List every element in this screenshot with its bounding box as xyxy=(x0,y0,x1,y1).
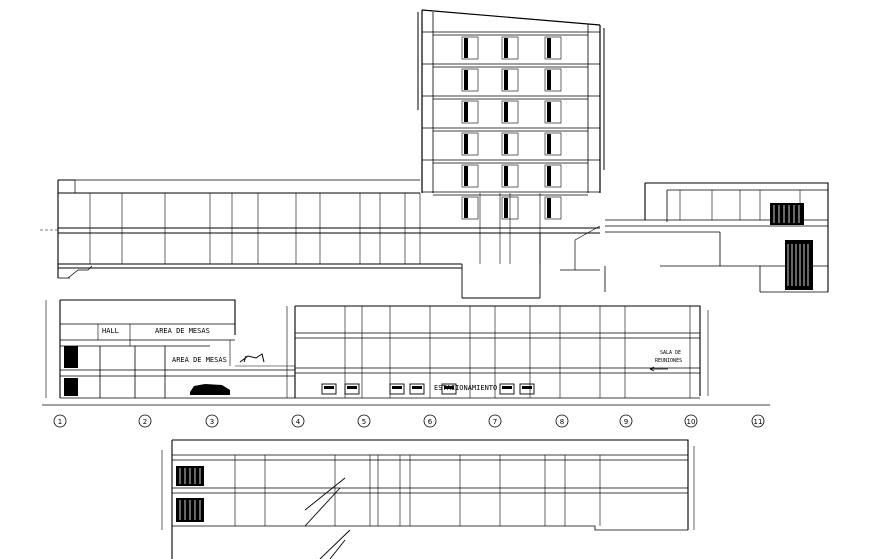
tower-window xyxy=(544,164,562,188)
parked-car-window xyxy=(347,386,357,389)
tower-window-hatch xyxy=(547,166,551,186)
tower-window-hatch xyxy=(464,198,468,218)
label-area-mesas-upper: AREA DE MESAS xyxy=(155,327,210,335)
axis-label: 6 xyxy=(428,418,433,426)
tower-window-hatch xyxy=(464,38,468,58)
tower-window xyxy=(501,36,519,60)
section-b-long-block: ESTACIONAMIENTO SALA DE REUNIONES xyxy=(286,305,709,399)
parked-car-icon xyxy=(441,383,457,395)
axis-label: 1 xyxy=(58,418,62,426)
tower-window xyxy=(501,132,519,156)
tower-window xyxy=(461,36,479,60)
parked-car-icon xyxy=(344,383,360,395)
tower-window-hatch xyxy=(464,102,468,122)
tower-window-hatch xyxy=(547,70,551,90)
axis-label: 5 xyxy=(362,418,366,426)
tower-window-hatch xyxy=(504,70,508,90)
tower-window xyxy=(544,100,562,124)
tower-window xyxy=(501,164,519,188)
tower-window-hatch xyxy=(464,70,468,90)
parked-car-window xyxy=(392,386,402,389)
tower-window xyxy=(501,68,519,92)
label-estacionamiento: ESTACIONAMIENTO xyxy=(434,384,497,392)
parked-car-icon xyxy=(321,383,337,395)
arrow-icon xyxy=(649,366,668,372)
parked-car-icon xyxy=(499,383,515,395)
tower-window-hatch xyxy=(504,102,508,122)
tower-window-hatch xyxy=(547,198,551,218)
axis-bubble xyxy=(684,414,698,428)
tower-window-hatch xyxy=(464,134,468,154)
section-a-long-building xyxy=(40,179,829,299)
axis-label: 10 xyxy=(687,418,696,426)
parked-car-window xyxy=(502,386,512,389)
section-a-tower-elevation xyxy=(417,9,605,220)
tower-window-hatch xyxy=(547,102,551,122)
axis-label: 9 xyxy=(624,418,628,426)
axis-bubble xyxy=(53,414,67,428)
axis-label: 8 xyxy=(560,418,564,426)
axis-label: 4 xyxy=(296,418,301,426)
axis-label: 7 xyxy=(493,418,497,426)
tower-window-hatch xyxy=(504,38,508,58)
tower-window-hatch xyxy=(504,166,508,186)
tower-window xyxy=(461,196,479,220)
parked-car-icon xyxy=(389,383,405,395)
tower-window xyxy=(501,100,519,124)
parked-car-window xyxy=(324,386,334,389)
sculpture-icon xyxy=(239,353,265,363)
parked-car-window xyxy=(444,386,454,389)
axis-bubble xyxy=(357,414,371,428)
tower-window-hatch xyxy=(547,134,551,154)
label-reuniones: REUNIONES xyxy=(655,358,682,364)
parked-car-window xyxy=(522,386,532,389)
axis-bubble xyxy=(138,414,152,428)
label-hall: HALL xyxy=(102,327,119,335)
grid-axes: 1 2 3 4 5 6 7 8 9 10 11 xyxy=(42,404,770,428)
car-icon xyxy=(190,384,230,395)
axis-bubble xyxy=(291,414,305,428)
axis-label: 2 xyxy=(143,418,147,426)
tower-window xyxy=(461,164,479,188)
tower-window-hatch xyxy=(464,166,468,186)
axis-bubble xyxy=(555,414,569,428)
label-area-mesas-lower: AREA DE MESAS xyxy=(172,356,227,364)
axis-bubble xyxy=(619,414,633,428)
tower-window xyxy=(544,68,562,92)
axis-bubble xyxy=(751,414,765,428)
parked-car-icon xyxy=(519,383,535,395)
tower-window xyxy=(544,36,562,60)
tower-window xyxy=(461,68,479,92)
axis-bubble xyxy=(205,414,219,428)
tower-window-hatch xyxy=(504,134,508,154)
tower-window xyxy=(461,100,479,124)
axis-bubble xyxy=(423,414,437,428)
tower-window-hatch xyxy=(504,198,508,218)
section-b-left-block: HALL AREA DE MESAS AREA DE MESAS xyxy=(45,299,295,399)
parked-car-window xyxy=(412,386,422,389)
parked-car-icon xyxy=(409,383,425,395)
right-stair-hatch xyxy=(770,203,813,290)
label-sala: SALA DE xyxy=(660,350,681,356)
tower-window xyxy=(544,196,562,220)
axis-label: 3 xyxy=(210,418,214,426)
axis-label: 11 xyxy=(754,418,763,426)
tower-window-hatch xyxy=(547,38,551,58)
section-c-bottom xyxy=(161,439,695,559)
axis-bubble xyxy=(488,414,502,428)
tower-window xyxy=(461,132,479,156)
tower-window xyxy=(544,132,562,156)
